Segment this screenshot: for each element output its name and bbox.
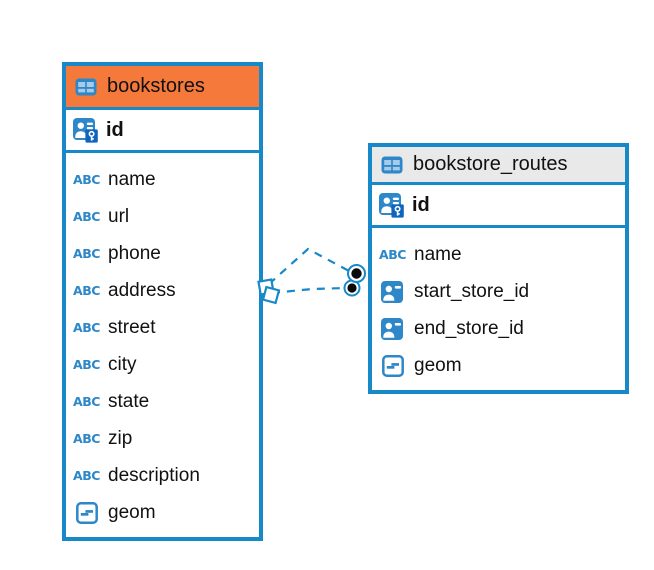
table-bookstore-routes[interactable]: bookstore_routes id ABC name start_store_i…	[368, 143, 629, 394]
column-name: geom	[414, 354, 462, 376]
abc-text-icon: ABC	[73, 283, 100, 298]
relationship-line[interactable]	[271, 286, 348, 295]
column-row[interactable]: ABC name	[66, 161, 259, 198]
person-card-icon	[379, 280, 406, 303]
column-row[interactable]: start_store_id	[372, 273, 625, 310]
column-name: zip	[108, 427, 133, 449]
column-row[interactable]: ABC state	[66, 383, 259, 420]
primary-key-row[interactable]: id	[372, 185, 625, 228]
column-name: street	[108, 316, 156, 338]
abc-text-icon: ABC	[73, 172, 100, 187]
column-name: url	[108, 205, 130, 227]
column-name: geom	[108, 501, 156, 523]
abc-text-icon: ABC	[73, 394, 100, 409]
person-key-icon	[378, 192, 405, 218]
column-row[interactable]: ABC city	[66, 346, 259, 383]
table-header[interactable]: bookstores	[66, 66, 259, 110]
column-row[interactable]: ABC name	[372, 236, 625, 273]
abc-text-icon: ABC	[73, 246, 100, 261]
column-name: city	[108, 353, 137, 375]
geometry-icon	[73, 501, 100, 524]
column-row[interactable]: ABC zip	[66, 420, 259, 457]
column-row[interactable]: geom	[372, 347, 625, 384]
abc-text-icon: ABC	[379, 247, 406, 262]
table-title: bookstores	[107, 75, 205, 97]
abc-text-icon: ABC	[73, 320, 100, 335]
abc-text-icon: ABC	[73, 468, 100, 483]
relationship-source-diamond[interactable]	[261, 285, 281, 305]
column-name: phone	[108, 242, 161, 264]
relationship-line[interactable]	[268, 247, 352, 285]
primary-key-name: id	[412, 193, 430, 216]
column-row[interactable]: geom	[66, 494, 259, 531]
abc-text-icon: ABC	[73, 209, 100, 224]
column-row[interactable]: ABC description	[66, 457, 259, 494]
abc-text-icon: ABC	[73, 431, 100, 446]
abc-text-icon: ABC	[73, 357, 100, 372]
column-name: name	[108, 168, 156, 190]
column-name: end_store_id	[414, 317, 524, 339]
column-name: start_store_id	[414, 280, 530, 302]
primary-key-name: id	[106, 118, 124, 141]
primary-key-row[interactable]: id	[66, 110, 259, 153]
relationship-target-dot[interactable]	[343, 279, 361, 297]
column-name: state	[108, 390, 150, 412]
column-row[interactable]: ABC phone	[66, 235, 259, 272]
column-name: address	[108, 279, 176, 301]
column-row[interactable]: end_store_id	[372, 310, 625, 347]
person-key-icon	[72, 117, 99, 143]
column-row[interactable]: ABC url	[66, 198, 259, 235]
column-name: description	[108, 464, 200, 486]
table-title: bookstore_routes	[413, 153, 568, 175]
column-row[interactable]: ABC street	[66, 309, 259, 346]
relationship-target-dot[interactable]	[347, 264, 366, 283]
person-card-icon	[379, 317, 406, 340]
column-name: name	[414, 243, 462, 265]
table-icon	[74, 78, 98, 96]
table-header[interactable]: bookstore_routes	[372, 147, 625, 185]
geometry-icon	[379, 354, 406, 377]
table-icon	[380, 156, 404, 174]
column-row[interactable]: ABC address	[66, 272, 259, 309]
